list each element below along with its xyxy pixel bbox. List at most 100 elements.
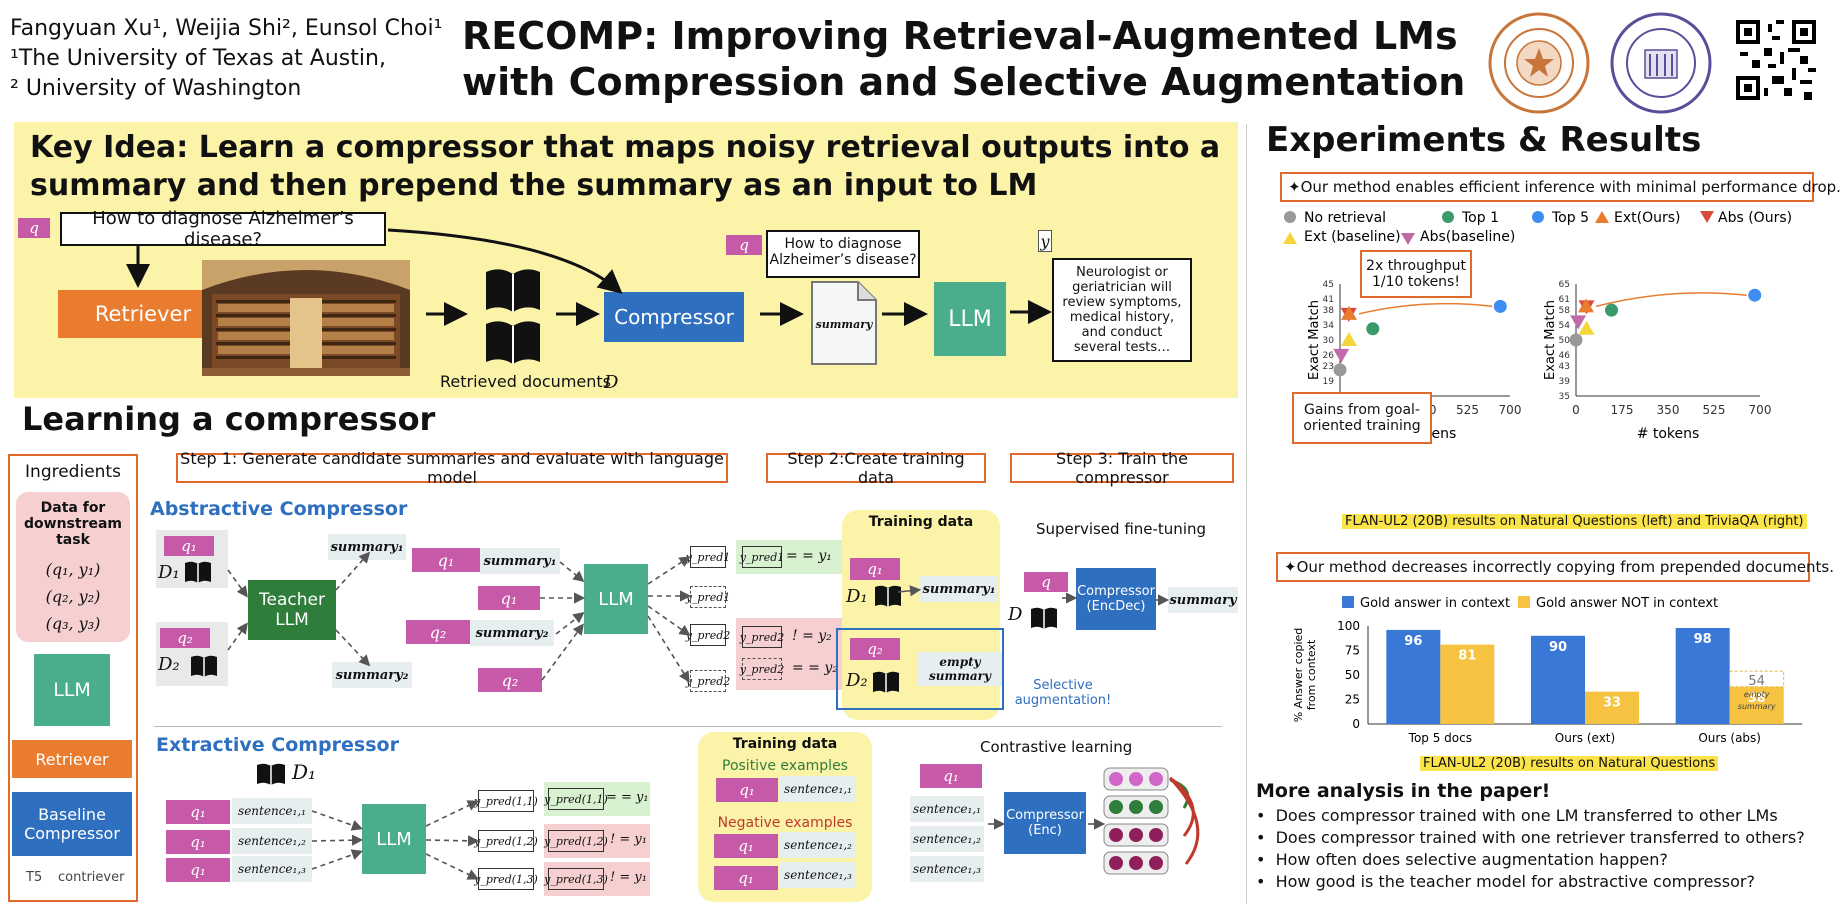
ingredient-retriever: Retriever: [12, 740, 132, 778]
learning-flow-arrows: [227, 551, 1170, 880]
y-tick-label: 30: [1323, 336, 1335, 346]
abs-q2-tag: q₂: [160, 628, 210, 648]
eval-q1-tag-a: q₁: [412, 548, 480, 572]
td-d1-label: D₁: [846, 586, 868, 607]
author-list: Fangyuan Xu¹, Weijia Shi², Eunsol Choi¹: [10, 16, 443, 41]
x-tick-label: 700: [1499, 403, 1522, 417]
legend-top5: Top 5: [1551, 210, 1589, 226]
claim-2-box: ✦Our method decreases incorrectly copyin…: [1276, 552, 1834, 582]
data-pair-2: (q₂, y₂): [45, 587, 101, 606]
bar-value-label: 33: [1603, 696, 1621, 711]
y-tick-label: 19: [1323, 377, 1335, 387]
y-tag: y: [1038, 230, 1052, 252]
point-top-5: [1748, 288, 1762, 302]
bar-empty-summary-value: 54: [1748, 674, 1765, 689]
positive-examples-label: Positive examples: [722, 758, 848, 774]
ext-book-icon: [257, 763, 285, 785]
sft-q-tag: q: [1024, 572, 1068, 592]
bar-in-context: [1386, 629, 1441, 724]
cl-sentence-2: sentence₁,₂: [910, 826, 984, 852]
point-top-1: [1366, 322, 1380, 336]
analysis-bullet-2-text: Does compressor trained with one retriev…: [1275, 828, 1805, 847]
ext-sentence-2: sentence₁,₂: [232, 828, 312, 854]
step-1-label: Step 1: Generate candidate summaries and…: [176, 449, 728, 487]
cl-sentence-1: sentence₁,₁: [910, 796, 984, 822]
legend-in-context: Gold answer in context: [1360, 596, 1510, 611]
y-tick-label: 58: [1559, 306, 1571, 316]
abs-eval-wrong-pred-1: y_pred2: [740, 626, 784, 648]
analysis-bullet-2: • Does compressor trained with one retri…: [1256, 828, 1805, 847]
section-divider: [154, 726, 1222, 727]
legend-top5-marker: [1532, 211, 1544, 223]
legend-no-retrieval-marker: [1284, 211, 1296, 223]
bar-empty-summary-outline: [1729, 670, 1785, 688]
abs-pred-4: y_pred2: [686, 670, 730, 692]
legend-not-in-context-swatch: [1518, 596, 1530, 608]
ext-training-data-title: Training data: [732, 736, 838, 752]
legend-no-retrieval: No retrieval: [1304, 210, 1386, 226]
bar-value-label: 81: [1458, 649, 1476, 664]
y-tick-label: 61: [1559, 295, 1570, 305]
bar-y-tick-label: 25: [1345, 693, 1360, 707]
data-pair-3: (q₃, y₃): [45, 614, 101, 633]
more-analysis-title: More analysis in the paper!: [1256, 780, 1551, 802]
ext-q1-tag-2: q₁: [166, 830, 230, 854]
question-box: How to diagnose Alzheimer’s disease?: [60, 208, 386, 250]
x-tick-label: 700: [1749, 403, 1772, 417]
ext-q1-tag-3: q₁: [166, 858, 230, 882]
llm-block: LLM: [934, 282, 1006, 356]
y-tick-label: 65: [1559, 280, 1570, 290]
ingredient-baseline-compressor: Baseline Compressor: [12, 792, 132, 856]
q-tag: q: [18, 218, 50, 238]
ext-d1-label: D₁: [292, 760, 317, 784]
ext-eval-3-pred: y_pred(1,3): [544, 868, 608, 890]
td-empty-summary: empty summary: [918, 652, 1002, 686]
throughput-line-1: 2x throughput: [1366, 258, 1466, 274]
ingredient-llm: LLM: [34, 654, 110, 726]
poster-title-line-2: with Compression and Selective Augmentat…: [462, 60, 1466, 104]
bar-value-label: 90: [1549, 640, 1567, 655]
retrieved-docs-label: Retrieved documents: [440, 372, 611, 391]
bar-legend: Gold answer in context Gold answer NOT i…: [1342, 596, 1718, 611]
bar-category-label: Top 5 docs: [1408, 731, 1472, 745]
y-tick-label: 50: [1559, 336, 1571, 346]
key-idea-line-1: Key Idea: Learn a compressor that maps n…: [30, 130, 1221, 165]
sft-book-icon: [1031, 607, 1057, 629]
ext-eval-3: [544, 862, 650, 896]
abstractive-title: Abstractive Compressor: [150, 498, 408, 520]
throughput-line-2: 1/10 tokens!: [1372, 274, 1460, 290]
ext-eval-2-pred: y_pred(1,2): [544, 830, 608, 852]
poster-title-line-1: RECOMP: Improving Retrieval-Augmented LM…: [462, 14, 1458, 58]
legend-abs-baseline: Abs(baseline): [1420, 229, 1515, 245]
cl-sentence-3: sentence₁,₃: [910, 856, 984, 882]
y-tick-label: 26: [1323, 351, 1335, 361]
sft-compressor-block: Compressor (EncDec): [1076, 568, 1156, 630]
qr-code[interactable]: [1736, 20, 1816, 100]
bar-category-label: Ours (abs): [1698, 731, 1761, 745]
legend-ext-baseline-marker: [1283, 232, 1297, 244]
point-ext-ours: [1340, 305, 1357, 320]
selective-augmentation-note: Selective augmentation!: [1014, 678, 1112, 708]
library-image: [202, 260, 410, 376]
data-pair-1: (q₁, y₁): [45, 560, 101, 579]
trend-curve: [1358, 302, 1493, 315]
eval-llm-block: LLM: [584, 564, 648, 634]
sft-d-label: D: [1008, 604, 1023, 625]
goal-line-1: Gains from goal-: [1304, 402, 1420, 418]
neg-sentence-1: sentence₁,₂: [780, 832, 856, 858]
y-tick-label: 41: [1323, 295, 1334, 305]
point-no-retrieval: [1333, 363, 1347, 377]
point-ext-baseline: [1578, 320, 1595, 335]
ut-austin-seal: [1488, 12, 1590, 114]
abs-d2-label: D₂: [158, 654, 180, 675]
abs-d1-label: D₁: [158, 562, 180, 583]
point-ext-ours: [1577, 298, 1594, 313]
bar-value-label: 38: [1748, 691, 1766, 706]
eval-q1-tag-b: q₁: [478, 586, 540, 610]
y-tick-label: 34: [1323, 321, 1335, 331]
td-book-icon-2: [873, 671, 899, 693]
point-ext-baseline: [1340, 332, 1357, 346]
x-tick-label: 175: [1611, 403, 1634, 417]
summary-document-icon: [811, 281, 877, 365]
bar-caption: FLAN-UL2 (20B) results on Natural Questi…: [1420, 756, 1719, 771]
